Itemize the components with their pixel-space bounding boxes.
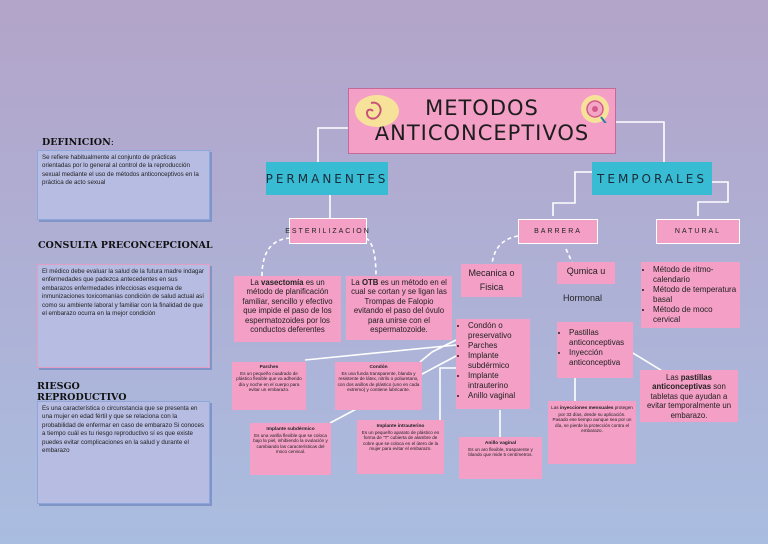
connector-temporales-natural (697, 181, 729, 216)
hormonal-label: Hormonal (563, 293, 603, 303)
hormonal-list-card: Pastillas anticonceptivas Inyección anti… (557, 322, 633, 378)
connector-list-parches (304, 344, 457, 361)
parches-card: Parches Es un pequeño cuadrado de plásti… (232, 362, 306, 410)
ovum-icon (581, 95, 609, 126)
subcategory-esterilizacion: ESTERILIZACION (285, 218, 369, 244)
otb-card: La OTB es un método en el cual se cortan… (346, 276, 452, 340)
fetus-icon (355, 95, 399, 127)
page-title: METODOS ANTICONCEPTIVOS (374, 96, 590, 145)
list-item: Método de temperatura basal (653, 285, 740, 305)
connector-list-implante-intra (439, 367, 460, 420)
list-item: Implante subdérmico (468, 351, 530, 371)
anillo-vaginal-card: Anillo vaginal Es un aro flexible, trasp… (459, 437, 542, 479)
consulta-heading: CONSULTA PRECONCEPCIONAL (38, 240, 213, 251)
mecanica-list: Condón o preservativo Parches Implante s… (456, 321, 530, 401)
mecanica-card: Mecanica o Fisica (461, 264, 522, 297)
pastillas-card: Las pastillas anticonceptivas son tablet… (640, 370, 738, 422)
list-item: Implante intrauterino (468, 371, 530, 391)
category-permanentes: PERMANENTES (266, 162, 388, 195)
connector-esterilizacion-vasectomia (261, 237, 291, 277)
definicion-panel: Se refiere habitualmente al conjunto de … (37, 150, 210, 220)
connector-barrera-quimica (565, 248, 573, 263)
definicion-heading: DEFINICION: (42, 137, 114, 148)
connector-barrera-mecanica (491, 235, 519, 265)
connector-hormonal-pastillas (627, 349, 665, 373)
list-item: Parches (468, 341, 530, 351)
implante-subdermico-card: Implante subdérmico Es una varilla flexi… (250, 423, 331, 475)
vasectomia-card: La vasectomía es un método de planificac… (234, 276, 341, 342)
natural-list: Método de ritmo-calendario Método de tem… (641, 265, 740, 325)
connector-title-temporales (616, 121, 665, 162)
quimica-card: Qumica u (557, 262, 615, 284)
mecanica-list-card: Condón o preservativo Parches Implante s… (456, 319, 530, 409)
list-item: Pastillas anticonceptivas (569, 328, 633, 348)
list-item: Método de ritmo-calendario (653, 265, 740, 285)
consulta-panel: El médico debe evaluar la salud de la fu… (37, 264, 210, 368)
list-item: Anillo vaginal (468, 391, 530, 401)
riesgo-heading: RIESGO REPRODUCTIVO (37, 381, 127, 403)
list-item: Inyección anticonceptiva (569, 348, 633, 368)
inyecciones-card: Las inyecciones mensuales protegen por 3… (548, 401, 636, 464)
hormonal-list: Pastillas anticonceptivas Inyección anti… (557, 328, 633, 368)
subcategory-barrera: BARRERA (518, 219, 598, 244)
connector-temporales-barrera (552, 171, 592, 216)
riesgo-panel: Es una característica o circunstancia qu… (37, 401, 210, 504)
list-item: Condón o preservativo (468, 321, 530, 341)
list-item: Método de moco cervical (653, 305, 740, 325)
connector-title-permanentes (317, 127, 348, 162)
category-temporales: TEMPORALES (592, 162, 712, 195)
condon-card: Condón Es una funda transparente, blanda… (335, 362, 422, 410)
subcategory-natural: NATURAL (656, 219, 740, 244)
natural-list-card: Método de ritmo-calendario Método de tem… (641, 262, 740, 328)
connector-esterilizacion-otb (365, 237, 377, 277)
implante-intrauterino-card: Implante intrauterino Es un pequeño apar… (357, 420, 444, 474)
